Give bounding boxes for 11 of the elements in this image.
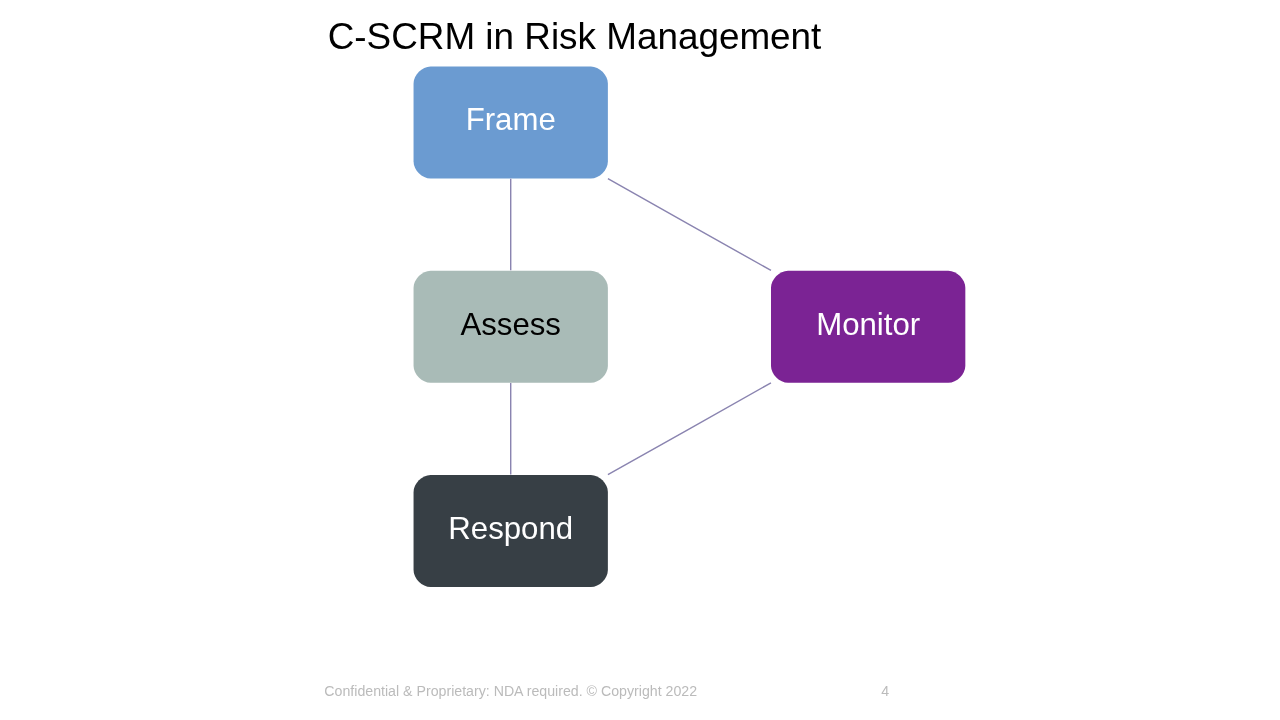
connector [509,178,511,271]
label: 4 [880,683,889,700]
node-box: Respond [413,474,608,587]
node-box: Assess [413,270,608,383]
diagram-title: C-SCRM in Risk Management [327,16,821,58]
label: Confidential & Proprietary: NDA required. © Copyright 2022 [323,683,697,700]
connector [606,177,772,272]
connector [606,382,772,476]
node-box: Monitor [770,270,965,383]
connector [509,382,511,476]
node-box: Frame [413,66,608,179]
